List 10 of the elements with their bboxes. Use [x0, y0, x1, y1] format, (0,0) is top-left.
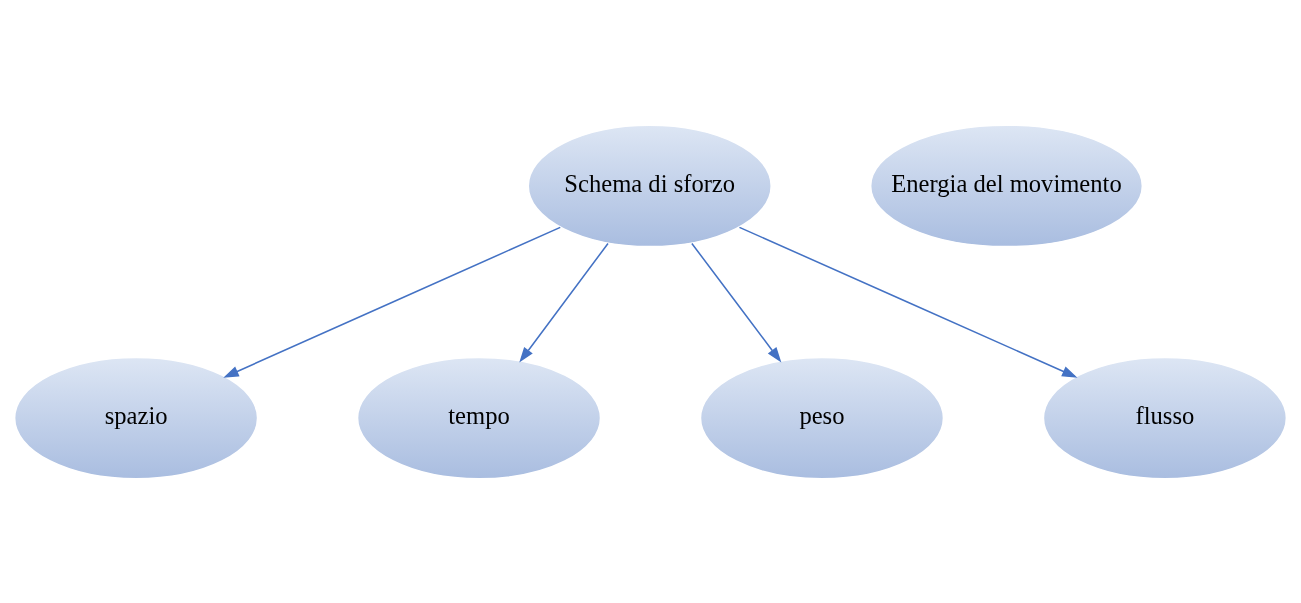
- node-ellipse: tempo: [356, 356, 602, 480]
- node-ellipse: flusso: [1042, 356, 1288, 480]
- node-ellipse: spazio: [13, 356, 259, 480]
- node-ellipse: Schema di sforzo: [527, 123, 772, 247]
- arrow: [738, 226, 1078, 378]
- arrow: [519, 242, 609, 363]
- node-ellipse: Energia del movimento: [869, 123, 1144, 247]
- arrow: [691, 242, 782, 363]
- arrow: [223, 226, 562, 378]
- node-ellipse: peso: [699, 356, 945, 480]
